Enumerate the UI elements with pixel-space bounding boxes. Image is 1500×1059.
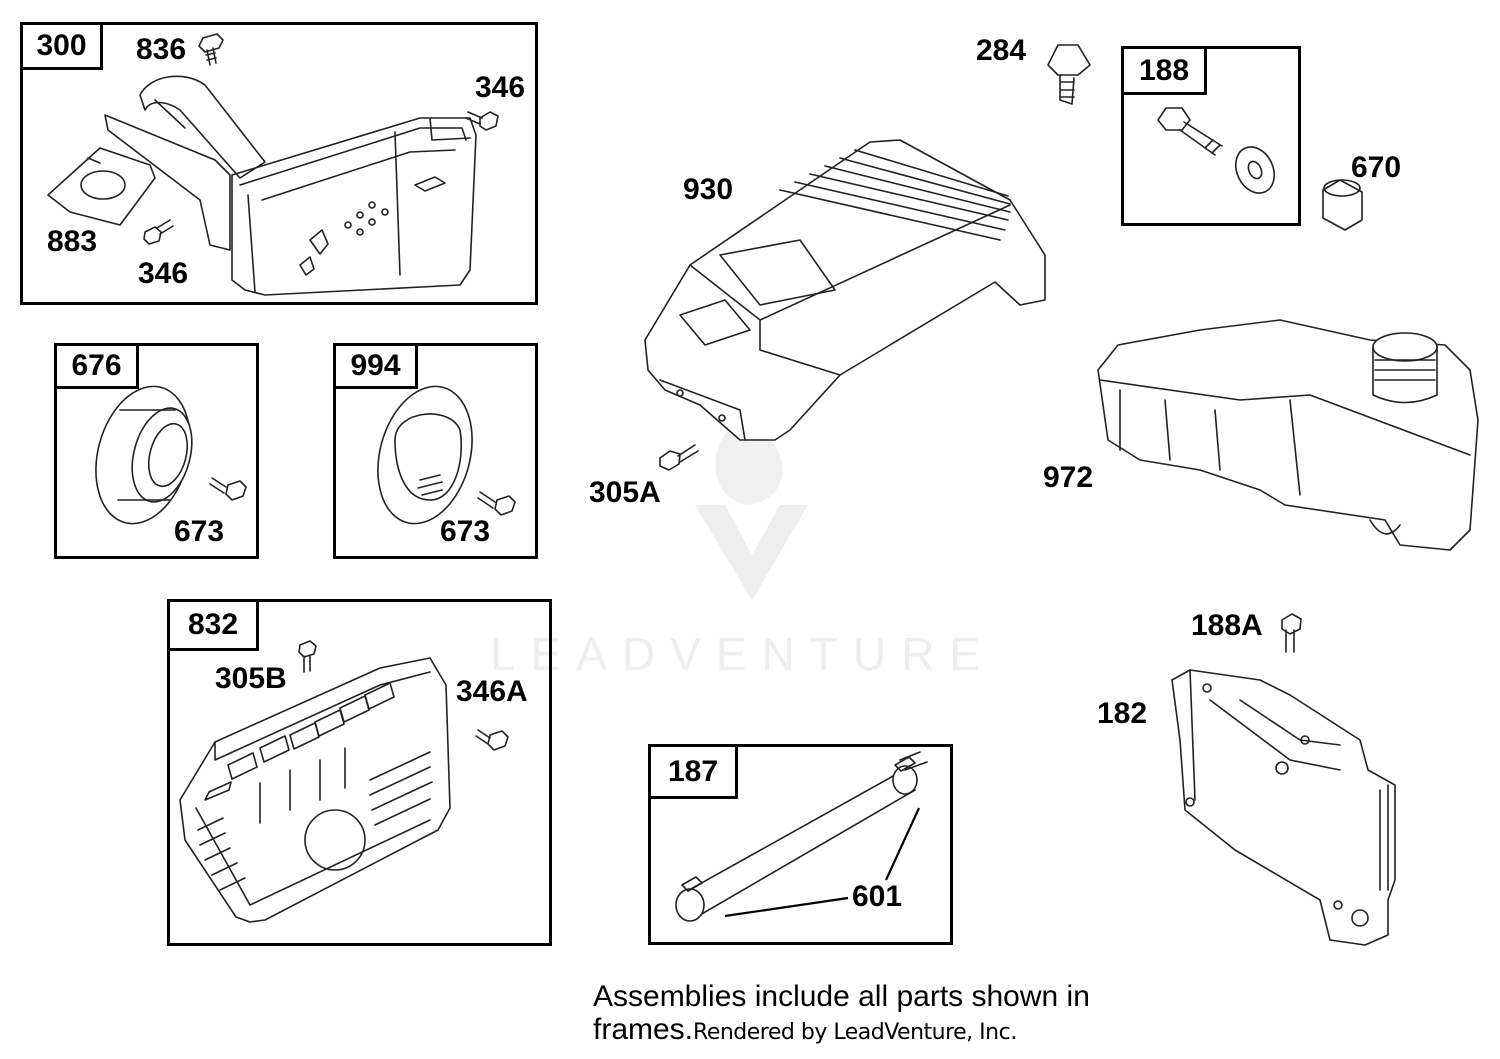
frame-number-188: 188: [1121, 46, 1207, 95]
callout-883: 883: [47, 225, 98, 258]
callout-930: 930: [683, 173, 734, 206]
spacer-670-drawing: [1322, 179, 1363, 231]
screw-673-left-drawing: [209, 477, 247, 501]
leader-601-a: [724, 896, 849, 918]
guard-676-drawing: [95, 385, 193, 525]
bolt-346-bottom-drawing: [143, 219, 174, 245]
frame-300: 300: [20, 22, 538, 305]
bolt-836-drawing: [198, 33, 224, 66]
bolt-188-drawing: [1157, 107, 1276, 194]
callout-670: 670: [1351, 151, 1402, 184]
leader-601-b: [885, 807, 920, 881]
assemblies-note-line-1: Assemblies include all parts shown in: [593, 980, 1090, 1013]
frame-number-832: 832: [167, 599, 259, 651]
callout-182: 182: [1097, 697, 1148, 730]
frame-188: 188: [1121, 46, 1301, 226]
rendered-by-credit: Rendered by LeadVenture, Inc.: [693, 1020, 1017, 1045]
blower-housing-930-drawing: [644, 139, 1046, 441]
frame-187: 187: [648, 744, 953, 945]
callout-346-top: 346: [475, 71, 526, 104]
screw-305A-drawing: [659, 444, 699, 471]
frame-number-187: 187: [648, 744, 738, 799]
frame-994: 994: [333, 343, 538, 559]
callout-346A: 346A: [456, 675, 528, 708]
screw-305B-drawing: [298, 640, 317, 673]
callout-284: 284: [976, 34, 1027, 67]
screw-673-right-drawing: [477, 491, 516, 516]
callout-601: 601: [852, 880, 903, 913]
callout-346-bottom: 346: [138, 257, 189, 290]
frame-number-994: 994: [333, 343, 418, 389]
bolt-284-drawing: [1047, 44, 1091, 105]
fuel-line-187-drawing: [675, 751, 928, 922]
watermark-text: LEADVENTURE: [490, 628, 995, 680]
assemblies-note-line-2: frames.: [593, 1013, 694, 1046]
deflector-994-drawing: [377, 385, 473, 525]
callout-188A: 188A: [1191, 609, 1263, 642]
muffler-assembly-drawing: [104, 75, 477, 296]
bracket-182-drawing: [1171, 669, 1396, 946]
frame-number-300: 300: [20, 22, 103, 70]
bolt-188A-drawing: [1281, 613, 1302, 653]
gasket-883-drawing: [47, 147, 156, 226]
fuel-tank-972-drawing: [1097, 319, 1479, 551]
callout-673-left: 673: [174, 515, 225, 548]
callout-305B: 305B: [215, 662, 287, 695]
frame-676: 676: [54, 343, 259, 559]
callout-836: 836: [136, 33, 187, 66]
callout-305A: 305A: [589, 476, 661, 509]
heat-shield-832-drawing: [179, 657, 451, 923]
assemblies-note-line-2-row: frames.Rendered by LeadVenture, Inc.: [593, 1013, 1090, 1046]
assemblies-note: Assemblies include all parts shown in fr…: [593, 980, 1090, 1046]
frame-number-676: 676: [54, 343, 139, 389]
callout-972: 972: [1043, 461, 1094, 494]
bolt-346-top-drawing: [465, 111, 499, 131]
screw-346A-drawing: [475, 729, 509, 751]
frame-832: 832: [167, 599, 552, 946]
callout-673-right: 673: [440, 515, 491, 548]
